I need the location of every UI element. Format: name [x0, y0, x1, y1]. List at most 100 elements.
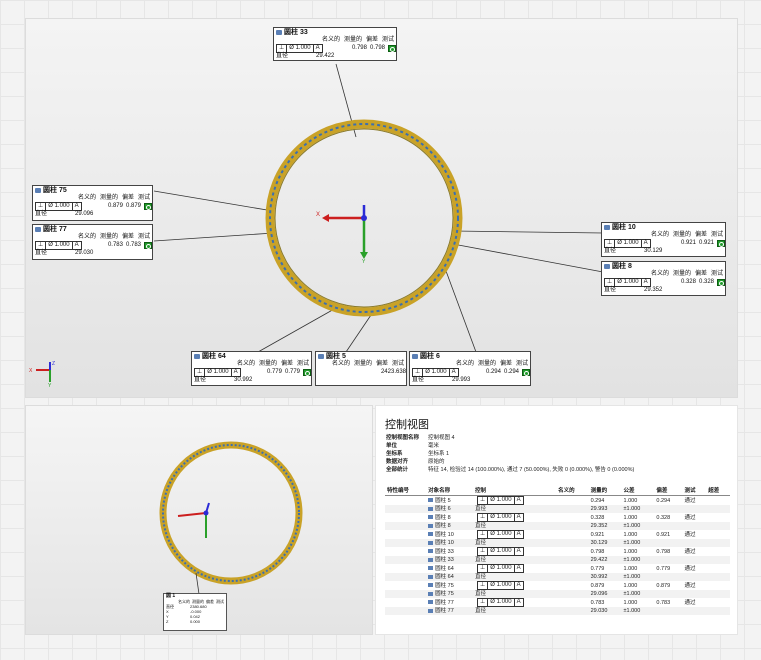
cell-object-name: 圆柱 75 — [426, 581, 473, 590]
feature-icon — [604, 264, 610, 269]
fcf-cell: ⊥ — [478, 565, 489, 572]
cell-out-of-tol — [706, 598, 730, 607]
cell-measured: 0.328 — [590, 514, 605, 521]
column-header: 名义的 — [77, 234, 96, 240]
object-name-text: 圆柱 10 — [435, 540, 454, 546]
cell-control: 直径 — [473, 539, 557, 547]
fcf-cell: A — [643, 279, 648, 285]
fcf-cell: A — [516, 531, 521, 537]
column-header: 超差 — [706, 485, 730, 496]
deviation-value: 0.798 — [369, 45, 385, 51]
cylinder-icon — [428, 506, 434, 511]
cell-measured: 0.921 — [590, 531, 605, 538]
callout-column-headers: 名义的测量的偏差测试 — [316, 361, 406, 368]
cell-deviation — [654, 556, 683, 564]
column-header: 测量的 — [672, 271, 691, 277]
cell-object-name: 圆柱 5 — [426, 496, 473, 506]
callout-title: 圆柱 64 — [202, 353, 226, 360]
cell-object-name: 圆柱 8 — [426, 513, 473, 522]
object-name-text: 圆柱 77 — [435, 599, 454, 606]
column-header: 测试 — [137, 195, 150, 201]
mini-row-nominal — [182, 619, 190, 624]
cylinder-icon — [428, 532, 434, 537]
x-axis-label: X — [316, 212, 320, 218]
column-header: 偏差 — [694, 271, 707, 277]
fcf-cell: Ø 1.000 — [488, 514, 515, 521]
fcf-cell: A — [516, 514, 521, 520]
column-header: 名义的 — [77, 195, 96, 201]
column-header: 测量的 — [343, 37, 362, 43]
cell-nominal — [556, 581, 588, 590]
object-name-text: 圆柱 75 — [435, 591, 454, 597]
cell-id — [385, 598, 426, 607]
leader-6 — [445, 270, 477, 353]
fcf-cell: Ø 1.000 — [488, 582, 515, 589]
meta-value: 控制视图 4 — [428, 435, 455, 441]
control-text: 直径 — [475, 557, 487, 563]
cell-tolerance: 1.000 — [623, 497, 638, 504]
measured-value: 0.879 — [107, 203, 123, 209]
cell-tolerance: ±1.000 — [621, 590, 655, 598]
cell-tolerance: 1.000 — [623, 582, 638, 589]
column-header: 对象名称 — [426, 485, 473, 496]
cell-out-of-tol — [706, 607, 730, 615]
mini-header: 测试 — [216, 599, 224, 604]
mini-row-measured: -0.000 — [190, 609, 202, 614]
cell-measured: 29.030 — [588, 607, 622, 615]
cell-id — [385, 573, 427, 581]
cell-id — [385, 539, 427, 547]
fcf-cell: A — [516, 548, 521, 554]
callout-column-headers: 名义的测量的偏差测试 — [33, 234, 152, 241]
callout-header: 圆柱 10 — [602, 223, 725, 232]
cell-nominal — [556, 513, 588, 522]
fcf-cell: A — [451, 369, 456, 375]
callout-column-headers: 名义的测量的偏差测试 — [33, 195, 152, 202]
callout-header: 圆柱 8 — [602, 262, 725, 271]
callout-column-headers: 名义的测量的偏差测试 — [602, 232, 725, 239]
fcf-cell: ⊥ — [478, 582, 489, 589]
column-header: 偏差 — [375, 361, 388, 367]
callout-values: 2423.638 — [378, 369, 406, 376]
cell-tolerance: 1.000 — [623, 531, 638, 538]
cylinder-icon — [428, 583, 434, 588]
footer-label: 直径 — [604, 248, 617, 254]
footer-value: 30.129 — [644, 248, 663, 254]
cell-object-name: 圆柱 8 — [426, 522, 473, 530]
cell-object-name: 圆柱 6 — [426, 505, 473, 513]
cell-deviation: 0.879 — [656, 582, 671, 589]
